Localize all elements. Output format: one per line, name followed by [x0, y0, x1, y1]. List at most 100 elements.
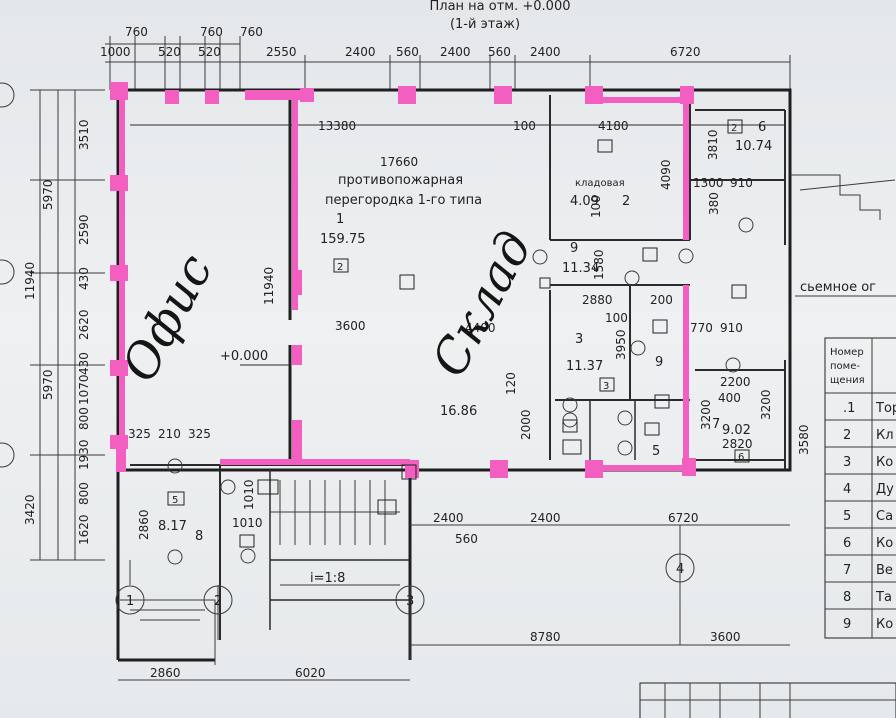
room-1-area: 159.75: [320, 232, 366, 247]
axis-4-label: 4: [676, 562, 684, 577]
dim-top-1000: 1000: [100, 45, 131, 59]
table-header-3: щения: [830, 375, 865, 386]
dim-210: 210: [158, 427, 181, 441]
dim-bottom-2400-a: 2400: [433, 511, 464, 525]
dim-100-b: 100: [589, 195, 603, 218]
dim-3200-b: 3200: [759, 389, 773, 420]
room-9a-area: 11.34: [562, 261, 599, 276]
elevation-mark: +0.000: [220, 349, 268, 364]
dim-top-560-b: 560: [488, 45, 511, 59]
dim-2000: 2000: [519, 409, 533, 440]
dim-2880: 2880: [582, 293, 613, 307]
dim-left-11940: 11940: [23, 262, 37, 300]
dim-left-3510: 3510: [77, 119, 91, 150]
room-6: 2 6 10.74: [727, 119, 772, 154]
table-row-6-name: Ко: [876, 536, 893, 551]
room-8: 5 8.17 8: [158, 491, 203, 544]
dim-3950: 3950: [614, 329, 628, 360]
plan-subtitle: (1-й этаж): [450, 17, 520, 32]
dim-3580: 3580: [797, 424, 811, 455]
table-row-1-name: Тор: [875, 401, 896, 416]
dim-400: 400: [718, 391, 741, 405]
fire-wall-note-2: перегородка 1-го типа: [325, 193, 482, 208]
table-row-3-name: Ко: [876, 455, 893, 470]
room-3-area: 11.37: [566, 359, 603, 374]
dim-left-1070: 1070: [77, 374, 91, 405]
dim-top-760-b: 760: [200, 25, 223, 39]
room-2-name: кладовая: [575, 178, 625, 189]
dim-bottom-8780: 8780: [530, 630, 561, 644]
dim-910-b: 910: [720, 321, 743, 335]
dim-top-560-a: 560: [396, 45, 419, 59]
dim-2200: 2200: [720, 375, 751, 389]
table-row-5-name: Са: [876, 509, 893, 524]
tag-boxes: [239, 247, 670, 548]
dim-1580: 1580: [592, 249, 606, 280]
top-dimension-lines: [105, 36, 791, 90]
table-row-3-num: 3: [843, 455, 851, 470]
room-6-tag: 2: [731, 123, 737, 134]
dim-3600-a: 3600: [335, 319, 366, 333]
title-block-grid: [639, 682, 896, 718]
dim-top-760-a: 760: [125, 25, 148, 39]
table-row-5-num: 5: [843, 509, 851, 524]
axis-bubble-left-c: [0, 442, 15, 468]
table-row-2-num: 2: [843, 428, 851, 443]
dim-left-2860: 2860: [137, 509, 151, 540]
fire-wall-note-1: противопожарная: [338, 173, 463, 188]
dim-left-3420: 3420: [23, 494, 37, 525]
dim-bottom-560: 560: [455, 532, 478, 546]
dim-13380: 13380: [318, 119, 356, 133]
axis-2-label: 2: [214, 594, 222, 609]
circle-markers: [167, 217, 754, 565]
room-8-tag: 5: [172, 495, 178, 506]
table-header-2: поме-: [830, 361, 860, 372]
corridor-area: 16.86: [440, 404, 477, 419]
room-2-number: 2: [622, 194, 630, 209]
room-5-number: 5: [652, 444, 660, 459]
dim-top-520-b: 520: [198, 45, 221, 59]
room-7-tag: 6: [738, 452, 744, 463]
room-6-area: 10.74: [735, 139, 772, 154]
dim-910-a: 910: [730, 176, 753, 190]
dim-120: 120: [504, 372, 518, 395]
room-2: кладовая 4.09 2: [570, 139, 630, 209]
dim-4180: 4180: [598, 119, 629, 133]
table-row-4-name: Ду: [876, 482, 894, 497]
dim-left-5970-b: 5970: [41, 369, 55, 400]
room-7-area: 9.02: [722, 423, 751, 438]
dim-325-b: 325: [188, 427, 211, 441]
dim-3200-a: 3200: [699, 399, 713, 430]
dim-top-2400-a: 2400: [345, 45, 376, 59]
table-row-9-name: Ко: [876, 617, 893, 632]
ramp-slope: i=1:8: [310, 571, 345, 586]
dim-100-a: 100: [513, 119, 536, 133]
plan-title: План на отм. +0.000: [430, 0, 571, 14]
dim-top-2400-c: 2400: [530, 45, 561, 59]
dim-4090: 4090: [659, 159, 673, 190]
dim-bottom-3600: 3600: [710, 630, 741, 644]
room-7-number: 7: [712, 417, 720, 432]
axis-bubble-left-a: [0, 82, 15, 108]
dim-2820: 2820: [722, 437, 753, 451]
table-row-8-name: Та: [875, 590, 892, 605]
room-3-tag: 3: [603, 381, 609, 392]
stair-treads: [120, 174, 896, 665]
dim-top-6720: 6720: [670, 45, 701, 59]
room-legend-table: [824, 337, 896, 639]
table-row-7-name: Ве: [876, 563, 893, 578]
axis-bubble-left-b: [0, 259, 15, 285]
dim-left-800-b: 800: [77, 482, 91, 505]
column-marker-east: [539, 277, 551, 289]
table-row-8-num: 8: [843, 590, 851, 605]
dim-left-1620: 1620: [77, 514, 91, 545]
dim-top-2400-b: 2400: [440, 45, 471, 59]
dim-3810: 3810: [706, 129, 720, 160]
dim-left-2620: 2620: [77, 309, 91, 340]
dim-4400: 4400: [465, 321, 496, 335]
table-row-4-num: 4: [843, 482, 851, 497]
dim-bottom-2860: 2860: [150, 666, 181, 680]
room-9a-number: 9: [570, 241, 578, 256]
left-dimension-lines: [30, 89, 105, 561]
